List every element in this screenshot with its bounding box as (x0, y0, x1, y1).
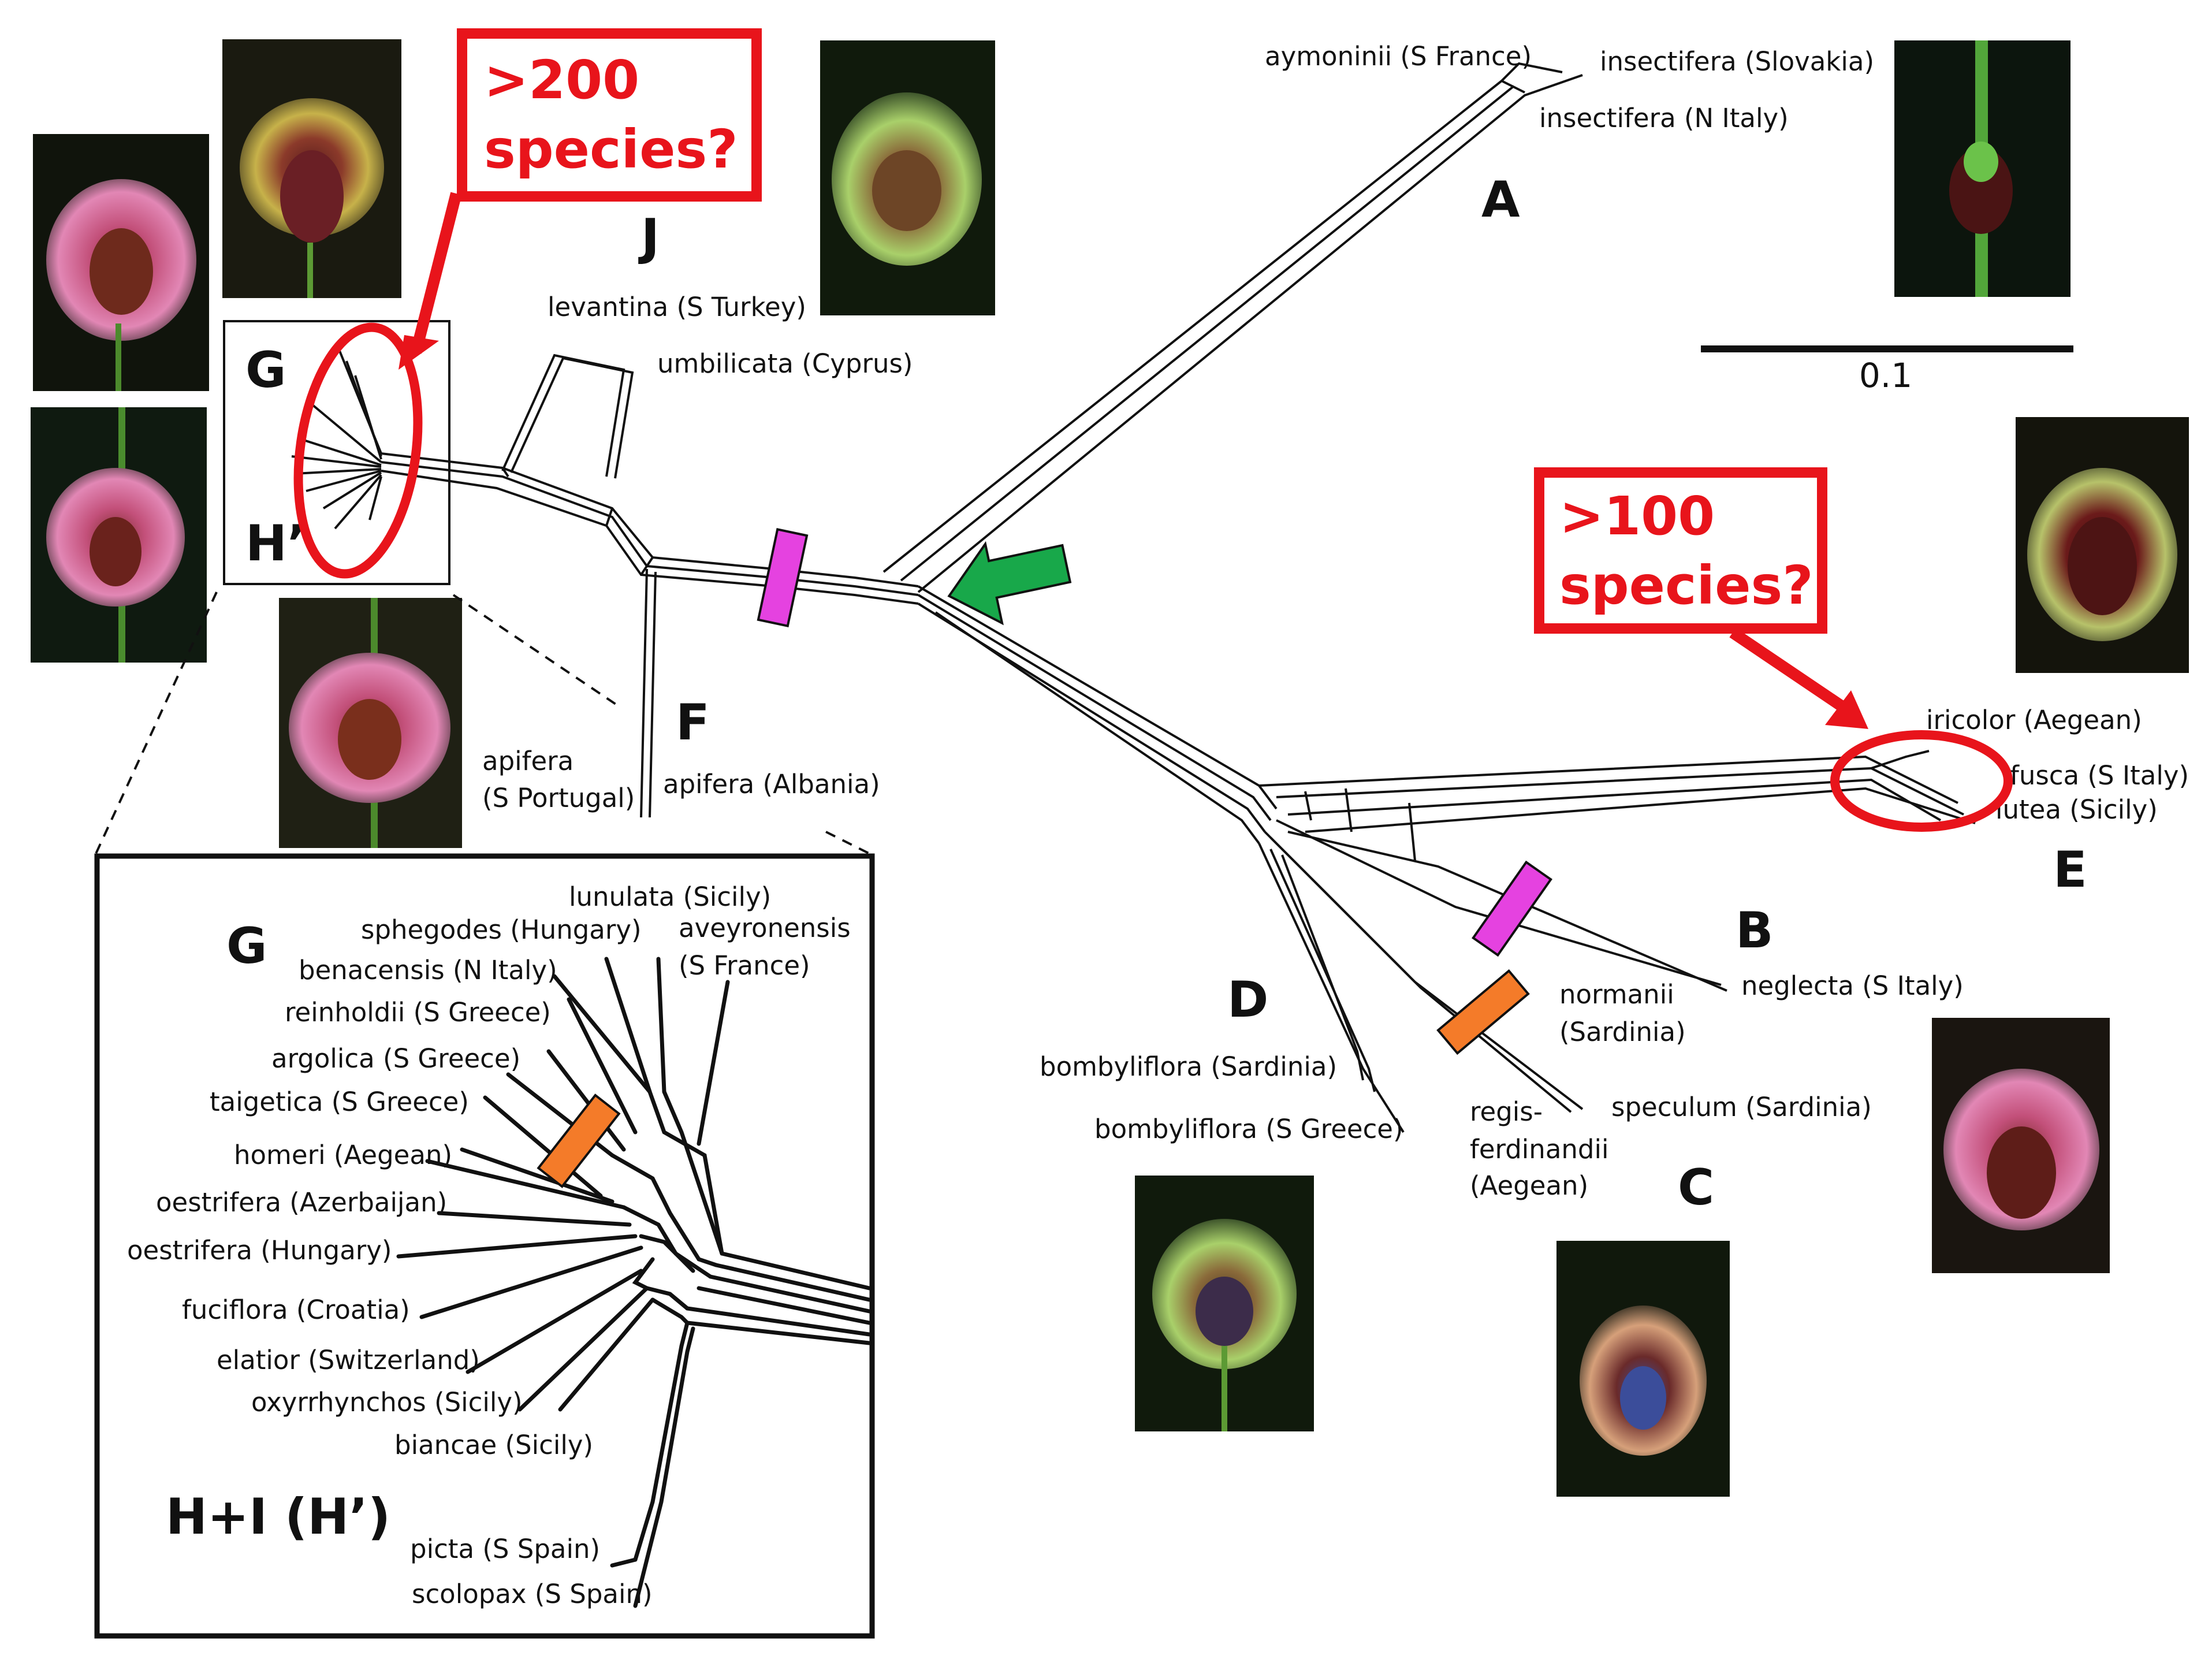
tip-bombyliflora-sardinia: bombyliflora (Sardinia) (1040, 1051, 1337, 1082)
callout-200-line1: >200 (484, 49, 639, 111)
inset-tip-aveyronensis-loc: (S France) (679, 950, 810, 981)
red-ellipse-e (1830, 730, 2013, 832)
inset-panel: G H+I (H’) lunulata (Sicily) sphegodes (… (94, 853, 875, 1639)
inset-tip-aveyronensis: aveyronensis (679, 913, 851, 943)
inset-tip-picta: picta (S Spain) (410, 1534, 600, 1564)
photo-a (1894, 40, 2071, 297)
callout-200-line2: species? (484, 118, 738, 180)
callout-100-line2: species? (1559, 555, 1813, 616)
photo-j (820, 40, 995, 315)
tip-aymoninii: aymoninii (S France) (1265, 41, 1532, 72)
photos (31, 39, 2189, 1497)
tip-insectifera-italy: insectifera (N Italy) (1539, 103, 1789, 133)
photo-h-pink-flower (31, 407, 207, 663)
photo-f-apifera (279, 598, 462, 848)
tip-apifera-portugal-loc: (S Portugal) (482, 783, 635, 813)
inset-tip-argolica: argolica (S Greece) (271, 1043, 520, 1074)
tip-umbilicata: umbilicata (Cyprus) (657, 348, 913, 379)
inset-tip-reinholdii: reinholdii (S Greece) (285, 997, 551, 1028)
inset-tip-taigetica: taigetica (S Greece) (210, 1087, 469, 1117)
inset-tip-biancae: biancae (Sicily) (394, 1430, 593, 1460)
inset-connector-left (94, 592, 218, 856)
photo-g-pink-flower (33, 134, 209, 391)
tip-labels: aymoninii (S France) insectifera (Slovak… (482, 41, 2189, 1201)
scale-bar-label: 0.1 (1859, 356, 1912, 395)
inset-tip-benacensis: benacensis (N Italy) (299, 955, 557, 985)
red-ellipse-gh (293, 322, 423, 579)
inset-tip-oestrifera-azerbaijan: oestrifera (Azerbaijan) (156, 1187, 447, 1218)
scale-bar: 0.1 (1701, 345, 2073, 395)
tip-lutea: lutea (Sicily) (1995, 794, 2158, 825)
callout-100-line1: >100 (1559, 485, 1715, 547)
inset-tip-fuciflora: fuciflora (Croatia) (182, 1295, 410, 1325)
tip-regis: regis- (1470, 1096, 1543, 1127)
inset-tip-lunulata: lunulata (Sicily) (569, 882, 771, 912)
photo-d (1135, 1176, 1314, 1431)
gh-region-box (223, 320, 450, 585)
network-branches (291, 62, 1976, 1133)
orange-marker-c (1436, 969, 1530, 1055)
photo-e (2016, 417, 2189, 673)
clade-h-prime: H’ (245, 515, 306, 572)
callout-100-species: >100 species? (1534, 467, 1868, 729)
clade-f: F (676, 694, 710, 752)
tip-apifera-albania: apifera (Albania) (663, 769, 880, 799)
green-arrow-icon (947, 541, 1072, 626)
clade-a: A (1481, 171, 1520, 229)
clade-j: J (638, 209, 660, 266)
tip-regis-loc: (Aegean) (1470, 1170, 1588, 1201)
callout-200-species: >200 species? (399, 28, 762, 370)
inset-clade-hi: H+I (H’) (166, 1488, 390, 1546)
clade-d: D (1227, 971, 1268, 1029)
inset-tip-scolopax: scolopax (S Spain) (412, 1579, 653, 1609)
inset-clade-g: G (226, 917, 267, 975)
orange-marker-inset (537, 1094, 621, 1188)
magenta-marker-trunk (757, 527, 809, 628)
inset-tip-oestrifera-hungary: oestrifera (Hungary) (127, 1235, 392, 1266)
magenta-marker-b (1472, 860, 1552, 957)
inset-tip-elatior: elatior (Switzerland) (217, 1345, 480, 1375)
tip-neglecta: neglecta (S Italy) (1741, 970, 1964, 1001)
photo-c (1556, 1241, 1730, 1497)
tip-apifera-portugal: apifera (482, 746, 574, 776)
inset-connector-right (452, 594, 622, 709)
tip-iricolor: iricolor (Aegean) (1926, 705, 2142, 735)
clade-letters: A B C D E F G H’ J (245, 171, 2087, 1217)
clade-e: E (2053, 841, 2087, 899)
inset-tip-homeri: homeri (Aegean) (234, 1140, 452, 1170)
photo-b (1932, 1018, 2110, 1273)
inset-tip-oxyrrhynchos: oxyrrhynchos (Sicily) (251, 1387, 523, 1418)
inset-tip-labels: lunulata (Sicily) sphegodes (Hungary) av… (127, 882, 851, 1609)
tip-insectifera-slovakia: insectifera (Slovakia) (1600, 46, 1874, 77)
tip-normanii-loc: (Sardinia) (1559, 1017, 1686, 1047)
tip-fusca: fusca (S Italy) (2010, 760, 2189, 791)
clade-g: G (245, 341, 286, 399)
tip-bombyliflora-greece: bombyliflora (S Greece) (1094, 1114, 1403, 1144)
inset-tip-sphegodes: sphegodes (Hungary) (361, 914, 642, 945)
photo-g-yellow-flower (222, 39, 401, 298)
tip-regis-2: ferdinandii (1470, 1134, 1609, 1165)
tip-normanii: normanii (1559, 979, 1674, 1010)
inset-connector-right-2 (825, 831, 873, 856)
tip-speculum: speculum (Sardinia) (1611, 1092, 1872, 1122)
tip-levantina: levantina (S Turkey) (548, 292, 806, 322)
clade-b: B (1736, 902, 1774, 959)
clade-c: C (1678, 1159, 1714, 1217)
